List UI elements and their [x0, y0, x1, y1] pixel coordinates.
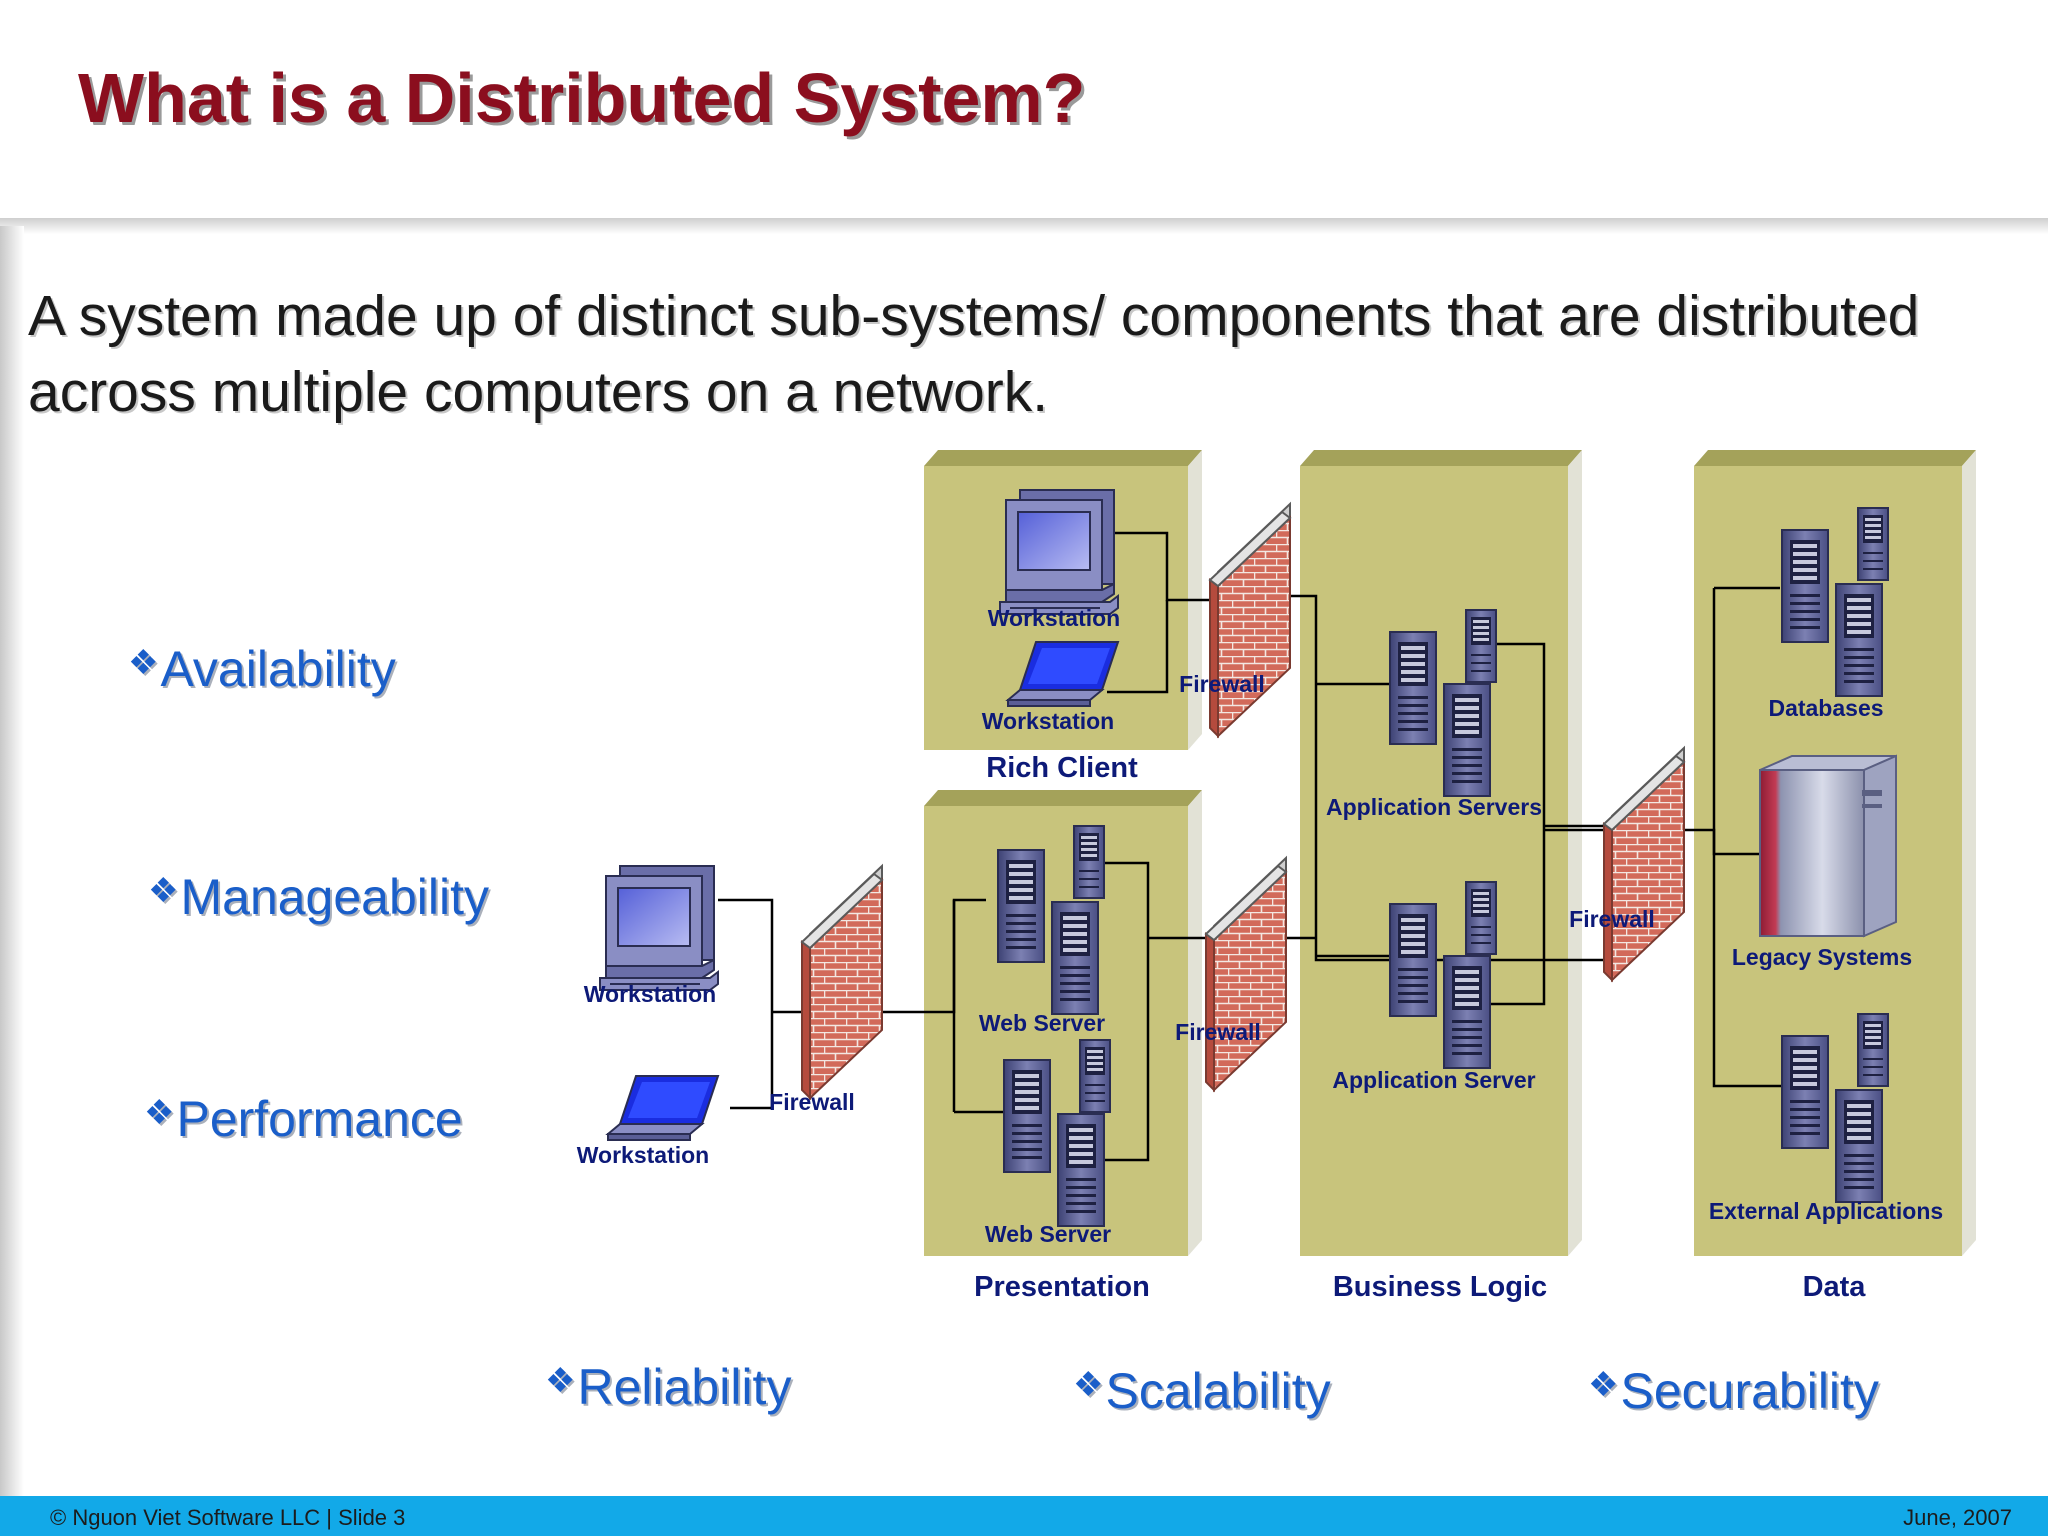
- footer-bar: © Nguon Viet Software LLC | Slide 3 June…: [0, 1496, 2048, 1536]
- quality-availability: ❖Availability: [128, 641, 396, 697]
- web-server-icon-3: [1051, 901, 1099, 1015]
- app-server-icon-2: [1465, 609, 1497, 683]
- firewall-rich-client-label: Firewall: [1179, 671, 1265, 697]
- left-gradient-bar: [0, 226, 24, 1498]
- web-server-label-2: Web Server: [985, 1221, 1111, 1247]
- rich-client-laptop-label: Workstation: [982, 708, 1114, 734]
- firewall-client-icon: [801, 865, 883, 1099]
- tier-label-data: Data: [1803, 1271, 1867, 1303]
- web-server-label-1: Web Server: [979, 1010, 1105, 1036]
- rich-client-desktop-icon: [999, 489, 1119, 615]
- tier-label-rich-client: Rich Client: [986, 752, 1138, 784]
- quality-reliability: ❖Reliability: [545, 1359, 792, 1415]
- app-server-icon-1: [1389, 631, 1437, 745]
- firewall-presentation-icon: [1205, 857, 1287, 1091]
- external-app-icon-1: [1781, 1035, 1829, 1149]
- footer-date: June, 2007: [1903, 1505, 2012, 1530]
- web-server-icon-1: [997, 849, 1045, 963]
- presentation-panel: [924, 790, 1202, 1256]
- quality-scalability: ❖Scalability: [1073, 1363, 1331, 1419]
- database-icon-3: [1835, 583, 1883, 697]
- firewall-presentation-label: Firewall: [1175, 1019, 1261, 1045]
- database-icon-1: [1781, 529, 1829, 643]
- web-server-icon-5: [1079, 1039, 1111, 1113]
- quality-performance: ❖Performance: [144, 1091, 463, 1147]
- footer-copyright: © Nguon Viet Software LLC | Slide 3: [50, 1505, 406, 1530]
- app-server-icon-6: [1443, 955, 1491, 1069]
- databases-label: Databases: [1768, 695, 1883, 721]
- diamond-bullet-icon: ❖: [545, 1362, 576, 1400]
- app-server-icon-3: [1443, 683, 1491, 797]
- firewall-client-label: Firewall: [769, 1089, 855, 1115]
- header-divider: [0, 218, 2048, 234]
- firewall-data-icon: [1603, 747, 1685, 981]
- slide-title: What is a Distributed System?: [78, 59, 1086, 137]
- workstation-desktop-label: Workstation: [584, 981, 716, 1007]
- definition-text: A system made up of distinct sub-systems…: [28, 284, 1920, 424]
- application-servers-label: Application Servers: [1326, 794, 1542, 820]
- app-server-icon-5: [1465, 881, 1497, 955]
- application-server-label: Application Server: [1332, 1067, 1535, 1093]
- external-app-icon-3: [1835, 1089, 1883, 1203]
- web-server-icon-2: [1073, 825, 1105, 899]
- workstation-desktop-icon: [599, 865, 719, 991]
- app-server-icon-4: [1389, 903, 1437, 1017]
- web-server-icon-6: [1057, 1113, 1105, 1227]
- diamond-bullet-icon: ❖: [144, 1094, 175, 1132]
- firewall-data-label: Firewall: [1569, 906, 1655, 932]
- tier-label-presentation: Presentation: [974, 1271, 1150, 1303]
- diamond-bullet-icon: ❖: [128, 644, 159, 682]
- workstation-laptop-icon: [607, 1075, 719, 1141]
- external-applications-label: External Applications: [1709, 1198, 1943, 1224]
- firewall-rich-client-icon: [1209, 503, 1291, 737]
- tier-label-business-logic: Business Logic: [1333, 1271, 1547, 1303]
- database-icon-2: [1857, 507, 1889, 581]
- business-logic-panel: [1300, 450, 1582, 1256]
- diamond-bullet-icon: ❖: [148, 872, 179, 910]
- rich-client-workstation-label: Workstation: [988, 605, 1120, 631]
- diamond-bullet-icon: ❖: [1588, 1366, 1619, 1404]
- legacy-system-icon: [1759, 754, 1897, 938]
- web-server-icon-4: [1003, 1059, 1051, 1173]
- legacy-systems-label: Legacy Systems: [1732, 944, 1912, 970]
- external-app-icon-2: [1857, 1013, 1889, 1087]
- diamond-bullet-icon: ❖: [1073, 1366, 1104, 1404]
- workstation-laptop-label: Workstation: [577, 1142, 709, 1168]
- quality-securability: ❖Securability: [1588, 1363, 1879, 1419]
- quality-manageability: ❖Manageability: [148, 869, 490, 925]
